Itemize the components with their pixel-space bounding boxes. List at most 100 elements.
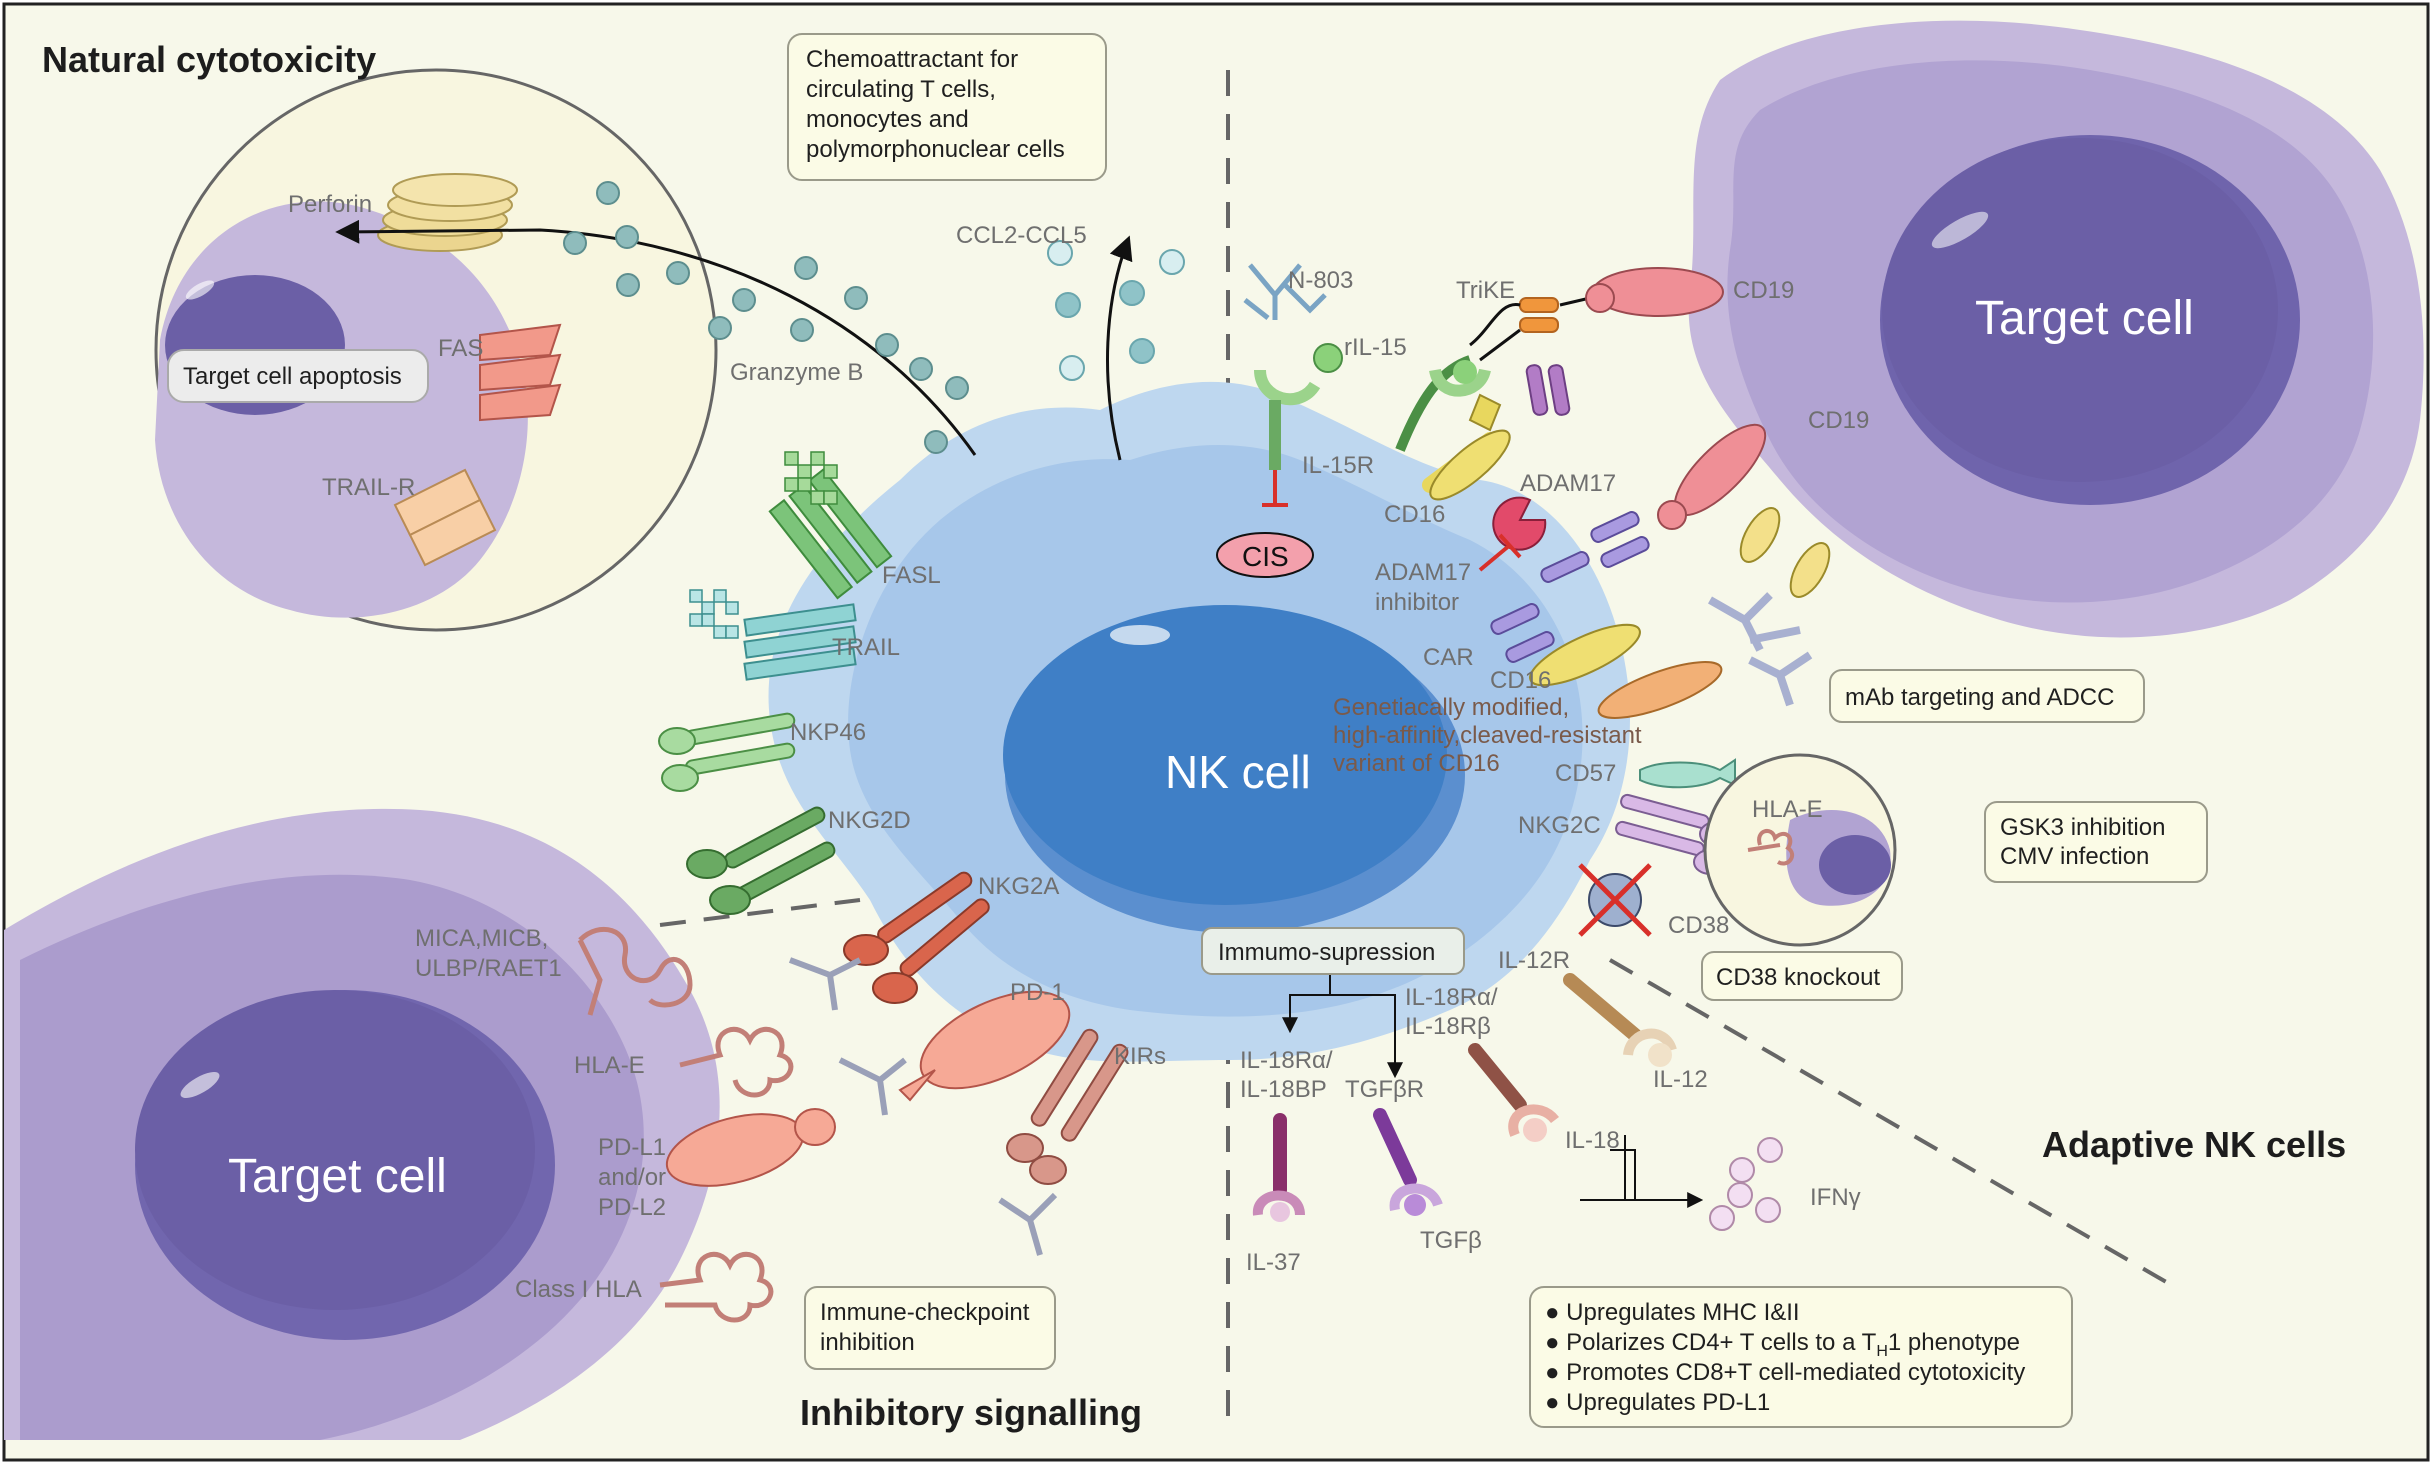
label-gm-cd16-3: variant of CD16 [1333, 750, 1500, 777]
label-trail-r: TRAIL-R [322, 474, 415, 501]
target-apoptosis-box: Target cell apoptosis [167, 349, 429, 403]
immunosuppression-box: Immumo-supression [1201, 927, 1465, 975]
fas-receptor-icon [479, 323, 562, 422]
chemoattractant-box: Chemoattractant for circulating T cells,… [787, 33, 1107, 181]
gsk3-line-2: CMV infection [2000, 843, 2149, 870]
label-il18: IL-18 [1565, 1127, 1620, 1154]
hla-e-left-icon [679, 1026, 794, 1098]
heading-adaptive-nk: Adaptive NK cells [2042, 1124, 2346, 1165]
effect-4: Upregulates PD-L1 [1566, 1389, 1770, 1416]
label-class-i-hla: Class I HLA [515, 1276, 642, 1303]
label-hla-e-left: HLA-E [574, 1052, 645, 1079]
ifng-molecules [1709, 1137, 1783, 1231]
effect-1: Upregulates MHC I&II [1566, 1299, 1799, 1326]
cd16-mid-icon [1529, 623, 1723, 719]
il18r-icon [1468, 1043, 1559, 1142]
label-pdl-1: PD-L1 [598, 1134, 666, 1161]
label-adam17: ADAM17 [1520, 470, 1616, 497]
ccl-chemokines [1047, 240, 1185, 381]
kirs-icon [1006, 1028, 1129, 1185]
label-cd19-top: CD19 [1733, 277, 1794, 304]
mab-adcc-box: mAb targeting and ADCC [1829, 669, 2145, 723]
chemo-line-3: monocytes and [806, 106, 969, 133]
label-granzyme-b: Granzyme B [730, 359, 863, 386]
label-pdl-2: and/or [598, 1164, 666, 1191]
ccl-arrow [1106, 235, 1133, 461]
svg-text:● Polarizes CD4+ T cells to a: ● Polarizes CD4+ T cells to a TH1 phenot… [1545, 1329, 2020, 1360]
chemo-line-1: Chemoattractant for [806, 46, 1018, 73]
checkpoint-box: Immune-checkpoint inhibition [804, 1286, 1056, 1370]
bullet-3: ● [1545, 1359, 1560, 1386]
target-cell-right [1688, 20, 2424, 638]
pdl1-icon [665, 1108, 836, 1187]
label-pdl-3: PD-L2 [598, 1194, 666, 1221]
perforin-icon [377, 173, 518, 252]
granzyme-path-arrow [335, 219, 977, 456]
nkg2a-icon [843, 871, 990, 1004]
granzyme-granules [563, 181, 969, 454]
checkpoint-line-1: Immune-checkpoint [820, 1299, 1030, 1326]
cd38-knockout-box: CD38 knockout [1701, 951, 1903, 1001]
il18bp-icon [1253, 1113, 1305, 1222]
hla-e-inset [1703, 753, 1897, 947]
target-cell-left-label: Target cell [228, 1150, 447, 1203]
cis-icon [1216, 532, 1314, 578]
label-il18r-2: IL-18Rβ [1405, 1013, 1491, 1040]
effect-3: Promotes CD8+T cell-mediated cytotoxicit… [1566, 1359, 2025, 1386]
label-gm-cd16-2: high-affinity,cleaved-resistant [1333, 722, 1642, 749]
label-cis: CIS [1242, 541, 1289, 572]
label-cd16-top: CD16 [1384, 501, 1445, 528]
pd1-icon [898, 990, 1071, 1102]
target-cell-left [4, 808, 720, 1440]
cd16-top-icon [1422, 393, 1511, 501]
tgfbr-icon [1373, 1108, 1443, 1216]
class-i-hla-icon [659, 1251, 774, 1323]
mab-fab-icons [1739, 507, 1831, 598]
label-cd16-mid: CD16 [1490, 667, 1551, 694]
gsk3-line-1: GSK3 inhibition [2000, 814, 2165, 841]
antibody-icon-kir [998, 1192, 1058, 1256]
car-icon [1490, 511, 1650, 663]
label-adam17-inh-2: inhibitor [1375, 589, 1459, 616]
label-il12r: IL-12R [1498, 947, 1570, 974]
divider-right [1608, 958, 2182, 1292]
bullet-4: ● [1545, 1389, 1560, 1416]
ril15-icon [1313, 343, 1343, 373]
checkpoint-line-2: inhibition [820, 1329, 915, 1356]
label-hla-e-right: HLA-E [1752, 796, 1823, 823]
cd38-knockout-text: CD38 knockout [1716, 964, 1880, 991]
immunosuppression-text: Immumo-supression [1218, 939, 1435, 966]
label-tgfbr: TGFβR [1345, 1076, 1424, 1103]
svg-text:● Upregulates PD-L1: ● Upregulates PD-L1 [1545, 1389, 1770, 1416]
heading-natural-cytotoxicity: Natural cytotoxicity [42, 39, 376, 80]
effect-2-sub: H [1876, 1343, 1888, 1360]
trail-r-icon [393, 468, 497, 567]
label-trike: TriKE [1456, 277, 1515, 304]
label-ifng: IFNγ [1810, 1184, 1861, 1211]
adam17-icon [1478, 496, 1547, 572]
label-adam17-inh-1: ADAM17 [1375, 559, 1471, 586]
label-cd38: CD38 [1668, 912, 1729, 939]
label-nkg2c: NKG2C [1518, 812, 1601, 839]
label-mica-1: MICA,MICB, [415, 925, 548, 952]
gsk3-box: GSK3 inhibition CMV infection [1984, 801, 2208, 883]
label-perforin: Perforin [288, 191, 372, 218]
label-kirs: KIRs [1114, 1043, 1166, 1070]
divider-left [659, 898, 861, 927]
antibody-icon-pd1 [838, 1057, 907, 1116]
trail-icon [689, 589, 857, 681]
bullet-1: ● [1545, 1299, 1560, 1326]
mica-ligand-icon [577, 926, 693, 1016]
fasl-icon [768, 451, 893, 600]
label-gm-cd16-1: Genetiacally modified, [1333, 694, 1569, 721]
immunosuppression-arrows [1282, 965, 1403, 1079]
label-il12: IL-12 [1653, 1066, 1708, 1093]
label-mica-2: ULBP/RAET1 [415, 955, 562, 982]
antibody-icon-left [788, 957, 862, 1011]
label-trail: TRAIL [832, 634, 900, 661]
mab-adcc-text: mAb targeting and ADCC [1845, 684, 2114, 711]
label-cd19-mid: CD19 [1808, 407, 1869, 434]
n803-icon [1243, 263, 1327, 320]
